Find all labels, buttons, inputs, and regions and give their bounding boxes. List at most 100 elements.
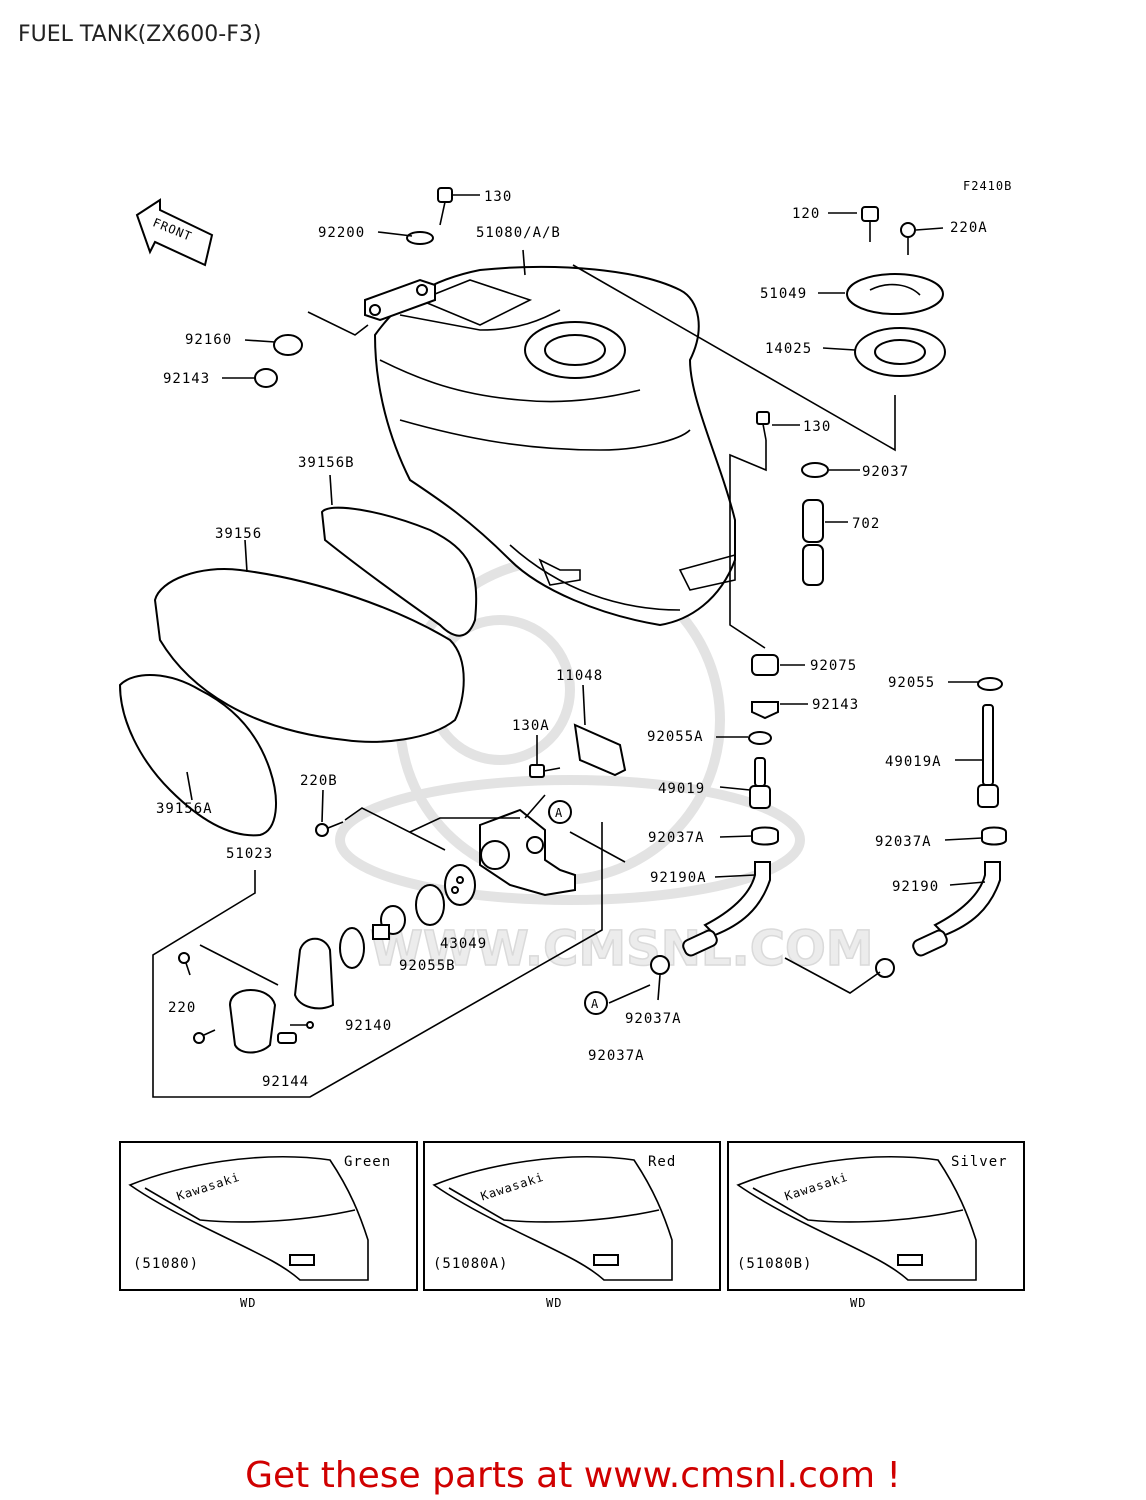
- label-92190: 92190: [892, 879, 939, 895]
- screw-220A: [900, 222, 916, 255]
- damper-92075: [751, 654, 779, 676]
- variant-color-2: Red: [648, 1154, 676, 1170]
- pad-39156B: [320, 506, 478, 637]
- bolt-130-right: [756, 411, 770, 441]
- emblem-1: [289, 1254, 315, 1266]
- collar-92143-left: [254, 368, 278, 388]
- label-49019A: 49019A: [885, 754, 942, 770]
- gasket-43049: [444, 864, 476, 906]
- pipe-49019: [749, 757, 771, 809]
- clamp-92037A-right-1: [751, 826, 779, 846]
- label-92200: 92200: [318, 225, 365, 241]
- leader-lines: [152, 194, 986, 1098]
- label-14025: 14025: [765, 341, 812, 357]
- label-92037A-3: 92037A: [625, 1011, 682, 1027]
- variant-part-3: (51080B): [737, 1256, 812, 1272]
- collar-92143-right: [751, 701, 779, 720]
- valve-rotor: [372, 905, 406, 940]
- variant-part-1: (51080): [133, 1256, 199, 1272]
- bolt-130-top: [437, 187, 453, 226]
- screw-220: [178, 952, 191, 976]
- label-92190A: 92190A: [650, 870, 707, 886]
- clamp-92037: [801, 462, 829, 478]
- label-92160: 92160: [185, 332, 232, 348]
- grommet-92160: [273, 334, 303, 356]
- figure-code: F2410B: [963, 179, 1012, 193]
- variant-note-2: WD: [546, 1296, 562, 1310]
- spring-92144: [277, 1032, 297, 1044]
- label-220A: 220A: [950, 220, 988, 236]
- pad-39156A: [118, 674, 277, 837]
- variant-panel-red: Kawasaki Red (51080A) WD: [423, 1141, 721, 1310]
- label-130-right: 130: [803, 419, 831, 435]
- hose-702: [802, 499, 824, 586]
- label-11048: 11048: [556, 668, 603, 684]
- watermark: WWW.CMSNL.COM: [335, 555, 874, 978]
- label-120: 120: [792, 206, 820, 222]
- variant-color-3: Silver: [951, 1154, 1008, 1170]
- label-39156B: 39156B: [298, 455, 355, 471]
- watermark-text: WWW.CMSNL.COM: [370, 921, 874, 977]
- label-51049: 51049: [760, 286, 807, 302]
- label-39156A: 39156A: [156, 801, 213, 817]
- hose-92190-lower: [912, 929, 948, 957]
- screw-220B: [315, 821, 344, 837]
- label-92143-right: 92143: [812, 697, 859, 713]
- label-92037: 92037: [862, 464, 909, 480]
- clamp-92037A-lower-right: [875, 958, 895, 978]
- clamp-92037A-lower: [650, 955, 670, 975]
- label-92143-left: 92143: [163, 371, 210, 387]
- clamp-92037A-right-2: [981, 826, 1007, 846]
- ref-a-label-1: A: [555, 806, 563, 820]
- ref-a-circle-2: [584, 991, 608, 1015]
- bolt-120: [861, 206, 879, 242]
- label-43049: 43049: [440, 936, 487, 952]
- label-702: 702: [852, 516, 880, 532]
- label-130A: 130A: [512, 718, 550, 734]
- fuel-tank: [364, 265, 736, 627]
- label-92055: 92055: [888, 675, 935, 691]
- label-92055A: 92055A: [647, 729, 704, 745]
- label-51080AB: 51080/A/B: [476, 225, 561, 241]
- label-220: 220: [168, 1000, 196, 1016]
- pad-39156: [153, 568, 465, 743]
- callout-labels: 130 92200 51080/A/B 120 220A 51049 14025…: [156, 189, 988, 1090]
- label-220B: 220B: [300, 773, 338, 789]
- o-ring-92055A: [748, 731, 772, 745]
- bolt-130A: [529, 764, 561, 778]
- label-92140: 92140: [345, 1018, 392, 1034]
- emblem-2: [593, 1254, 619, 1266]
- label-130-top: 130: [484, 189, 512, 205]
- parts-diagram: WWW.CMSNL.COM FRONT F2410B: [118, 179, 1025, 1310]
- variant-part-2: (51080A): [433, 1256, 508, 1272]
- label-92037A-4: 92037A: [588, 1048, 645, 1064]
- ball-92140: [306, 1021, 314, 1029]
- pipe-49019A: [977, 704, 999, 808]
- variant-color-1: Green: [344, 1154, 391, 1170]
- label-92037A-1: 92037A: [648, 830, 705, 846]
- label-92055B: 92055B: [399, 958, 456, 974]
- emblem-3: [897, 1254, 923, 1266]
- hose-92190: [933, 861, 1001, 937]
- washer-92200: [406, 231, 434, 245]
- label-51023: 51023: [226, 846, 273, 862]
- label-49019: 49019: [658, 781, 705, 797]
- o-ring-92055: [977, 677, 1003, 691]
- o-ring-inner: [339, 927, 365, 969]
- o-ring-92055B: [415, 884, 445, 926]
- tap-lever: [228, 989, 277, 1054]
- variant-panel-silver: Kawasaki Silver (51080B) WD: [727, 1141, 1025, 1310]
- front-arrow-icon: FRONT: [135, 198, 214, 267]
- variant-note-3: WD: [850, 1296, 866, 1310]
- label-39156: 39156: [215, 526, 262, 542]
- cover-plate: [293, 937, 335, 1010]
- ref-a-label-2: A: [591, 997, 599, 1011]
- cap-51049: [846, 273, 944, 315]
- variant-panel-green: Kawasaki Green (51080) WD: [119, 1141, 418, 1310]
- screw-lower-left: [193, 1029, 216, 1044]
- footer-promo-link[interactable]: Get these parts at www.cmsnl.com !: [245, 1455, 901, 1496]
- gasket-14025: [854, 327, 946, 377]
- fuel-tap-body: [479, 808, 576, 897]
- hose-92190A-lower: [682, 929, 718, 957]
- label-92144: 92144: [262, 1074, 309, 1090]
